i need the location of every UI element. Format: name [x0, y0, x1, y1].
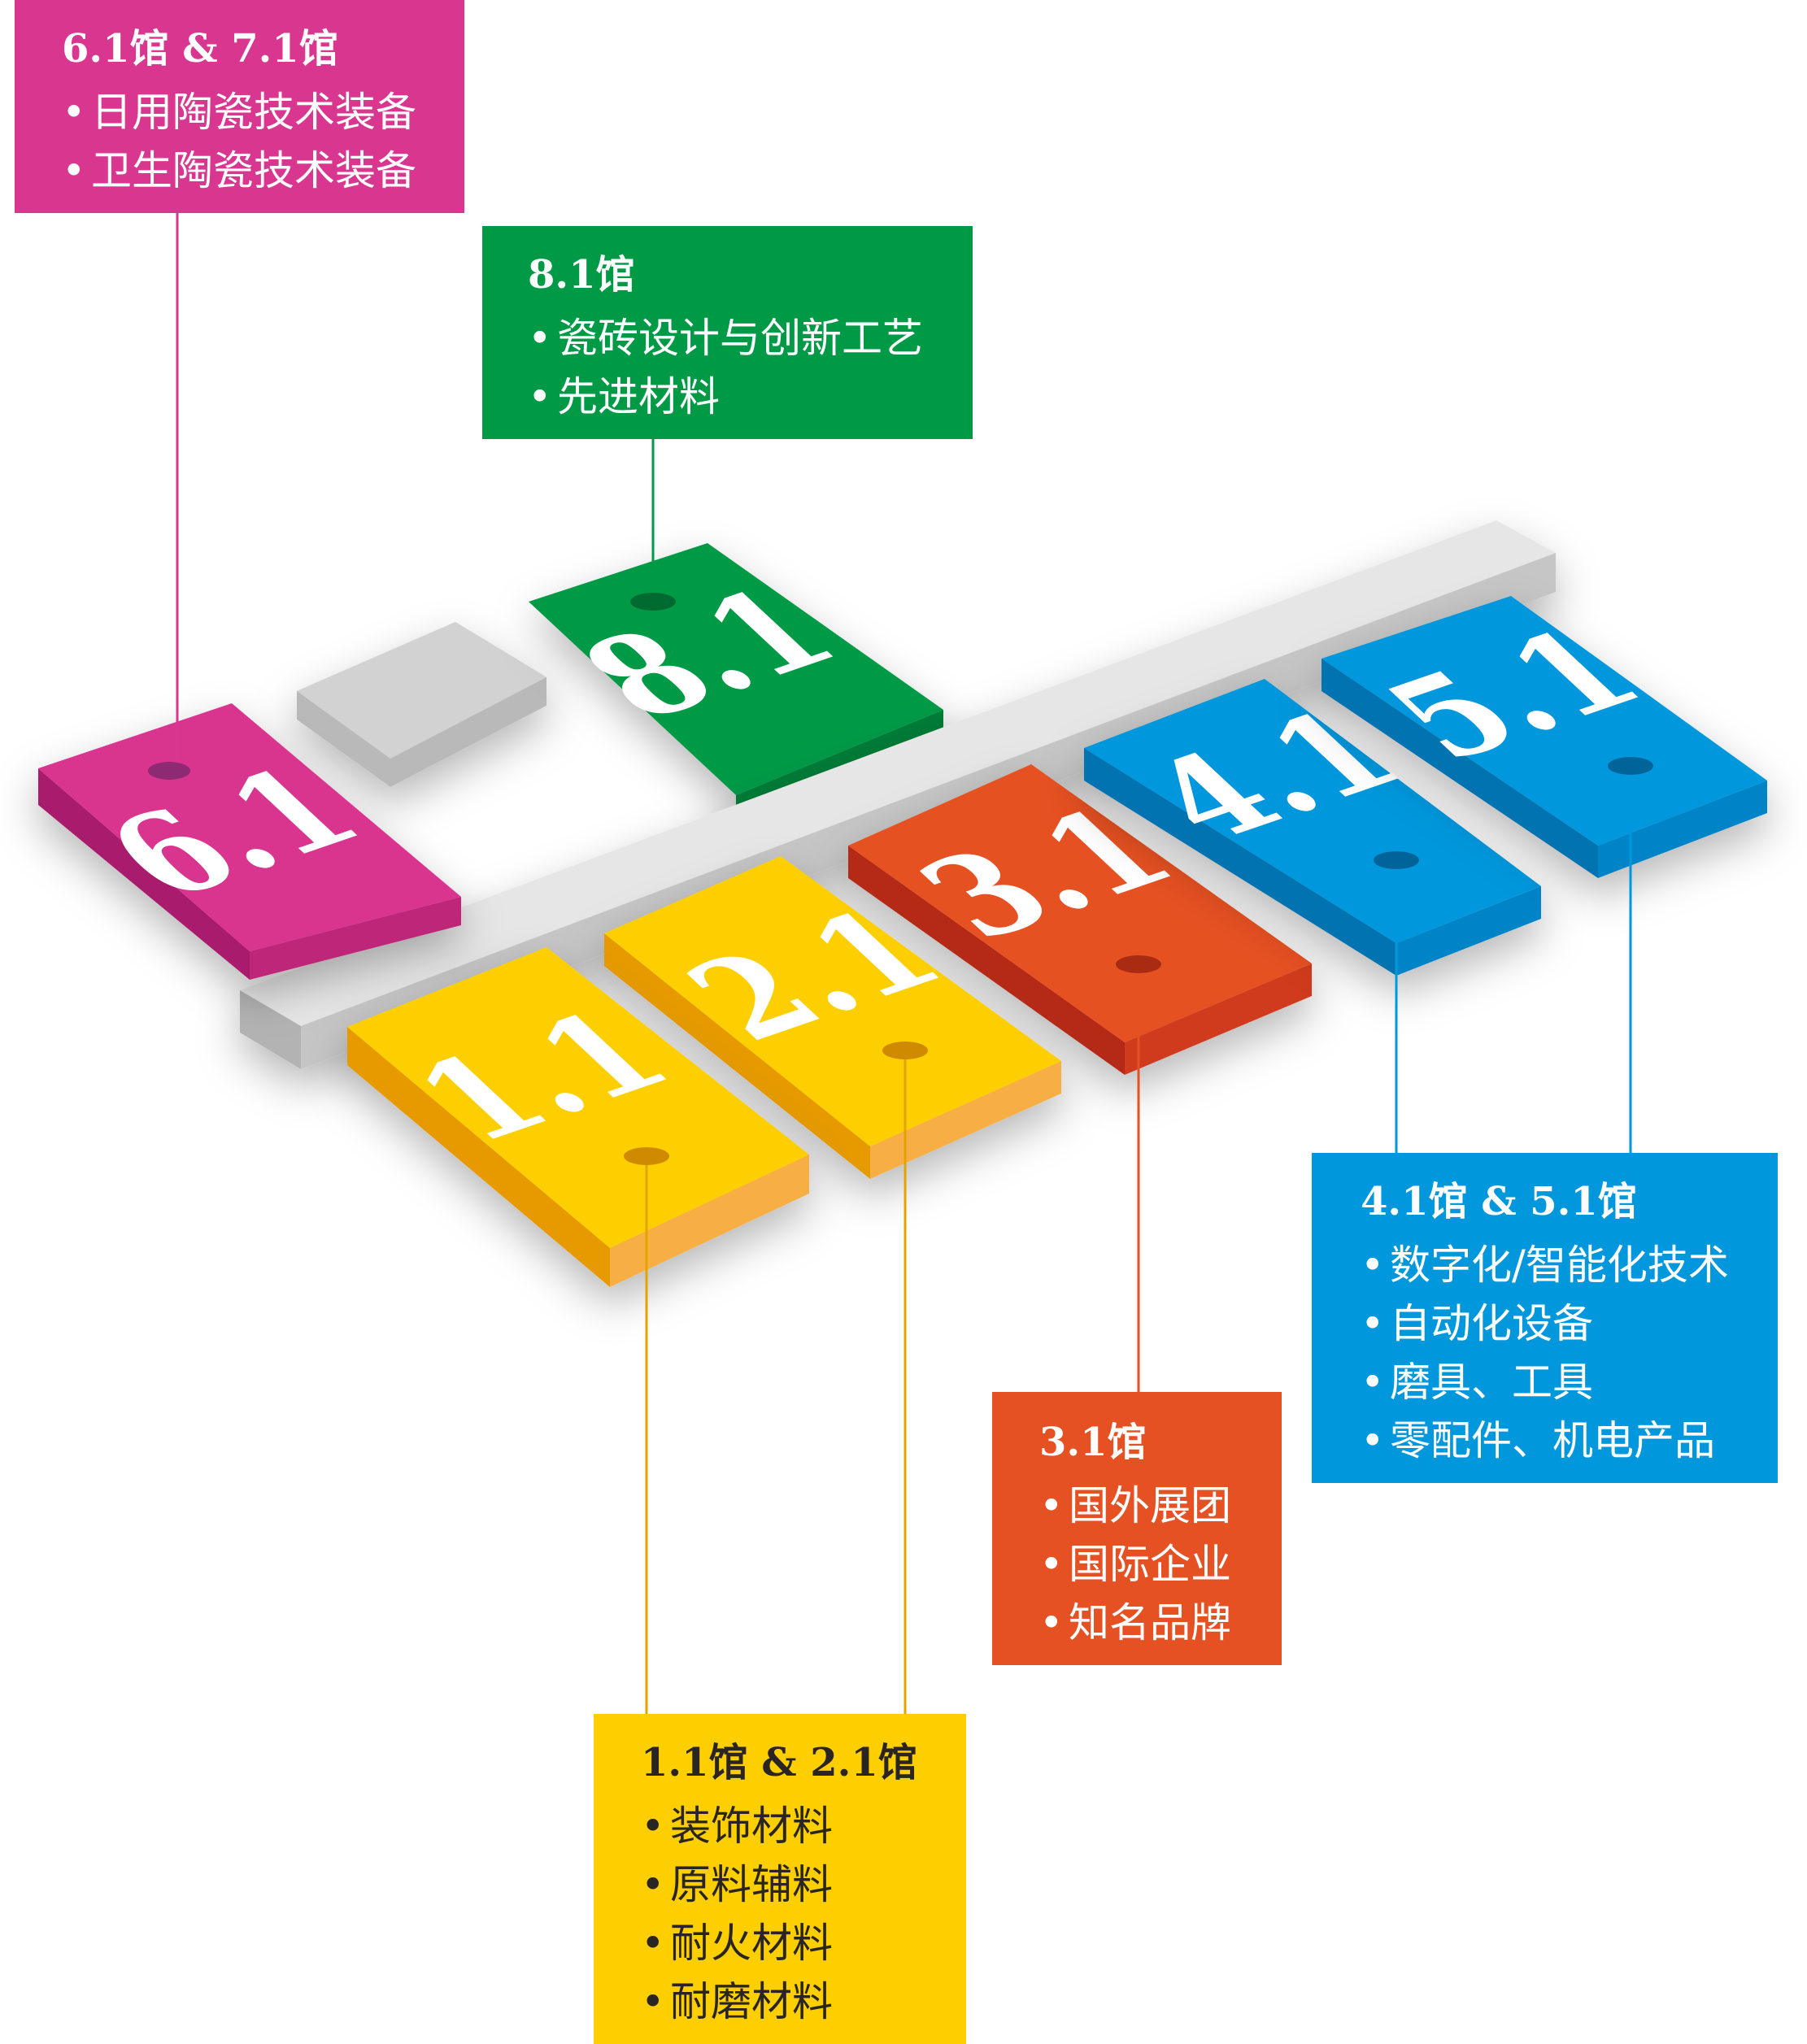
label-4-1-5-1-title: 4.1馆 & 5.1馆 — [1361, 1179, 1637, 1224]
list-item: 耐磨材料 — [641, 1972, 966, 2031]
anchor-dot-5-1 — [1608, 757, 1653, 775]
list-item: 国际企业 — [1039, 1535, 1282, 1594]
anchor-dot-1-1 — [624, 1147, 669, 1165]
label-6-1-7-1-list: 日用陶瓷技术装备 卫生陶瓷技术装备 — [62, 83, 464, 200]
list-item: 自动化设备 — [1361, 1294, 1778, 1353]
list-item: 瓷砖设计与创新工艺 — [528, 309, 973, 367]
list-item: 耐火材料 — [641, 1914, 966, 1972]
hall-5-1-block[interactable]: 5.1 — [1322, 596, 1767, 878]
list-item: 卫生陶瓷技术装备 — [62, 141, 464, 200]
gray-block — [297, 622, 546, 787]
list-item: 装饰材料 — [641, 1797, 966, 1855]
label-3-1-list: 国外展团 国际企业 知名品牌 — [1039, 1476, 1282, 1652]
anchor-dot-2-1 — [882, 1042, 928, 1059]
anchor-dots — [148, 593, 1653, 1165]
label-8-1-list: 瓷砖设计与创新工艺 先进材料 — [528, 309, 973, 426]
label-4-1-5-1: 4.1馆 & 5.1馆 数字化/智能化技术 自动化设备 磨具、工具 零配件、机电… — [1312, 1153, 1778, 1483]
list-item: 先进材料 — [528, 367, 973, 426]
list-item: 磨具、工具 — [1361, 1353, 1778, 1411]
label-4-1-5-1-list: 数字化/智能化技术 自动化设备 磨具、工具 零配件、机电产品 — [1361, 1236, 1778, 1470]
label-8-1-title: 8.1馆 — [528, 252, 635, 298]
list-item: 国外展团 — [1039, 1476, 1282, 1535]
label-3-1: 3.1馆 国外展团 国际企业 知名品牌 — [992, 1392, 1282, 1665]
label-3-1-title: 3.1馆 — [1039, 1420, 1147, 1465]
anchor-dot-6-1 — [148, 762, 190, 780]
anchor-dot-3-1 — [1116, 955, 1161, 973]
label-1-1-2-1: 1.1馆 & 2.1馆 装饰材料 原料辅料 耐火材料 耐磨材料 — [594, 1714, 966, 2044]
anchor-dot-8-1 — [630, 593, 676, 611]
list-item: 日用陶瓷技术装备 — [62, 83, 464, 141]
list-item: 知名品牌 — [1039, 1594, 1282, 1652]
list-item: 零配件、机电产品 — [1361, 1411, 1778, 1470]
label-6-1-7-1-title: 6.1馆 & 7.1馆 — [62, 26, 338, 72]
label-6-1-7-1: 6.1馆 & 7.1馆 日用陶瓷技术装备 卫生陶瓷技术装备 — [15, 0, 464, 213]
label-1-1-2-1-list: 装饰材料 原料辅料 耐火材料 耐磨材料 — [641, 1797, 966, 2031]
list-item: 数字化/智能化技术 — [1361, 1236, 1778, 1294]
anchor-dot-4-1 — [1374, 851, 1419, 869]
leader-lines — [176, 213, 1632, 1714]
label-1-1-2-1-title: 1.1馆 & 2.1馆 — [641, 1740, 917, 1785]
list-item: 原料辅料 — [641, 1855, 966, 1914]
label-8-1: 8.1馆 瓷砖设计与创新工艺 先进材料 — [482, 226, 973, 439]
